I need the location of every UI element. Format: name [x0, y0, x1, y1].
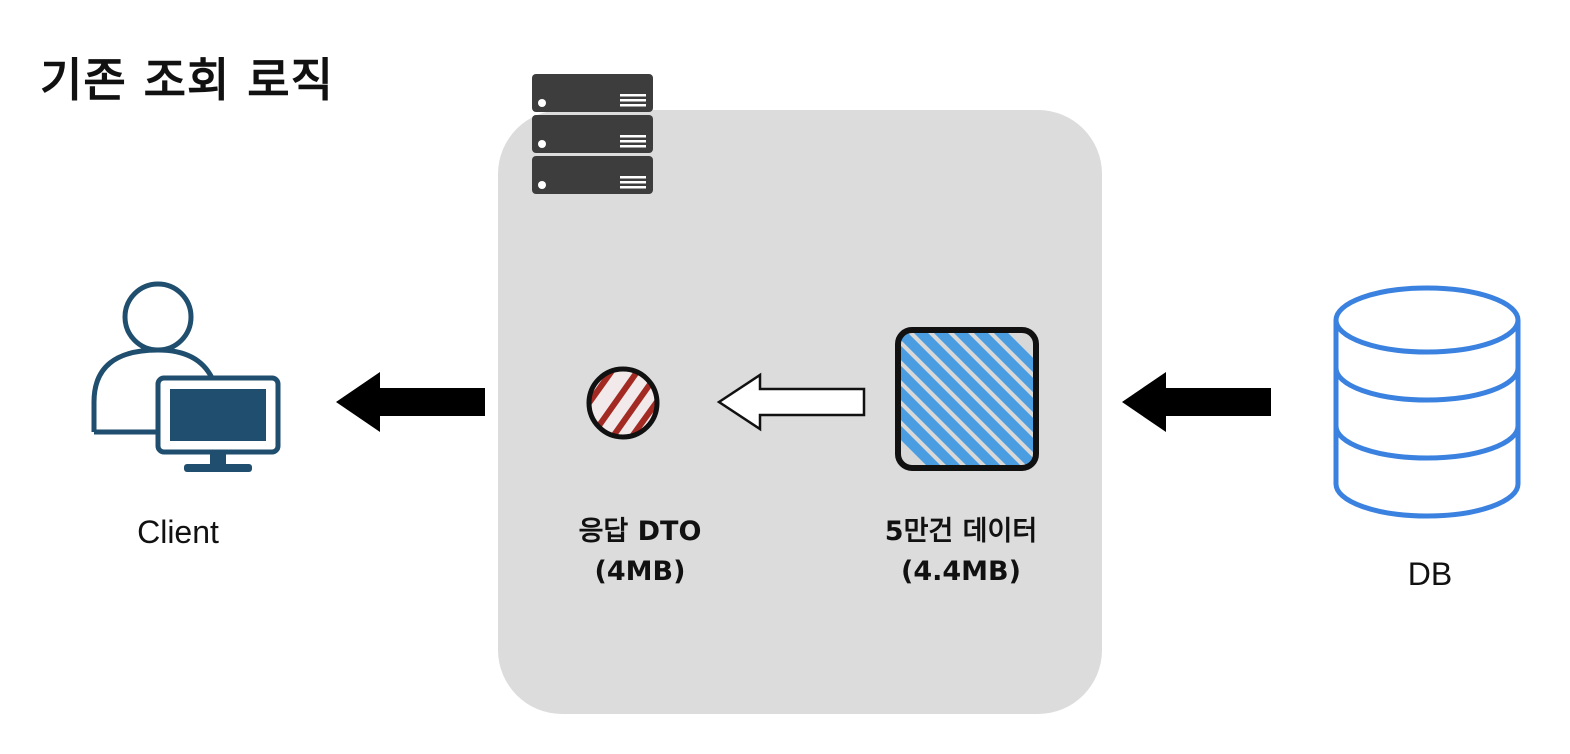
arrow-to-dto [716, 372, 866, 432]
arrow-to-server [1122, 372, 1271, 432]
database-icon [1333, 285, 1521, 519]
arrow-to-client [336, 372, 485, 432]
client-label: Client [137, 514, 219, 550]
page-title: 기존 조회 로직 [40, 53, 334, 107]
data-label-line2: (4.4MB) [901, 556, 1021, 587]
user-computer-icon [91, 281, 281, 472]
hatched-square-icon [895, 327, 1039, 471]
response-dto-label-line2: (4MB) [594, 556, 686, 587]
data-label-line1: 5만건 데이터 [884, 516, 1038, 547]
response-dto-label-line1: 응답 DTO [578, 516, 702, 547]
server-rack-icon [532, 74, 653, 194]
response-dto-label: 응답 DTO (4MB) [540, 512, 740, 592]
hatched-circle-icon [586, 366, 660, 440]
data-label: 5만건 데이터 (4.4MB) [858, 512, 1064, 592]
db-label: DB [1407, 556, 1453, 592]
